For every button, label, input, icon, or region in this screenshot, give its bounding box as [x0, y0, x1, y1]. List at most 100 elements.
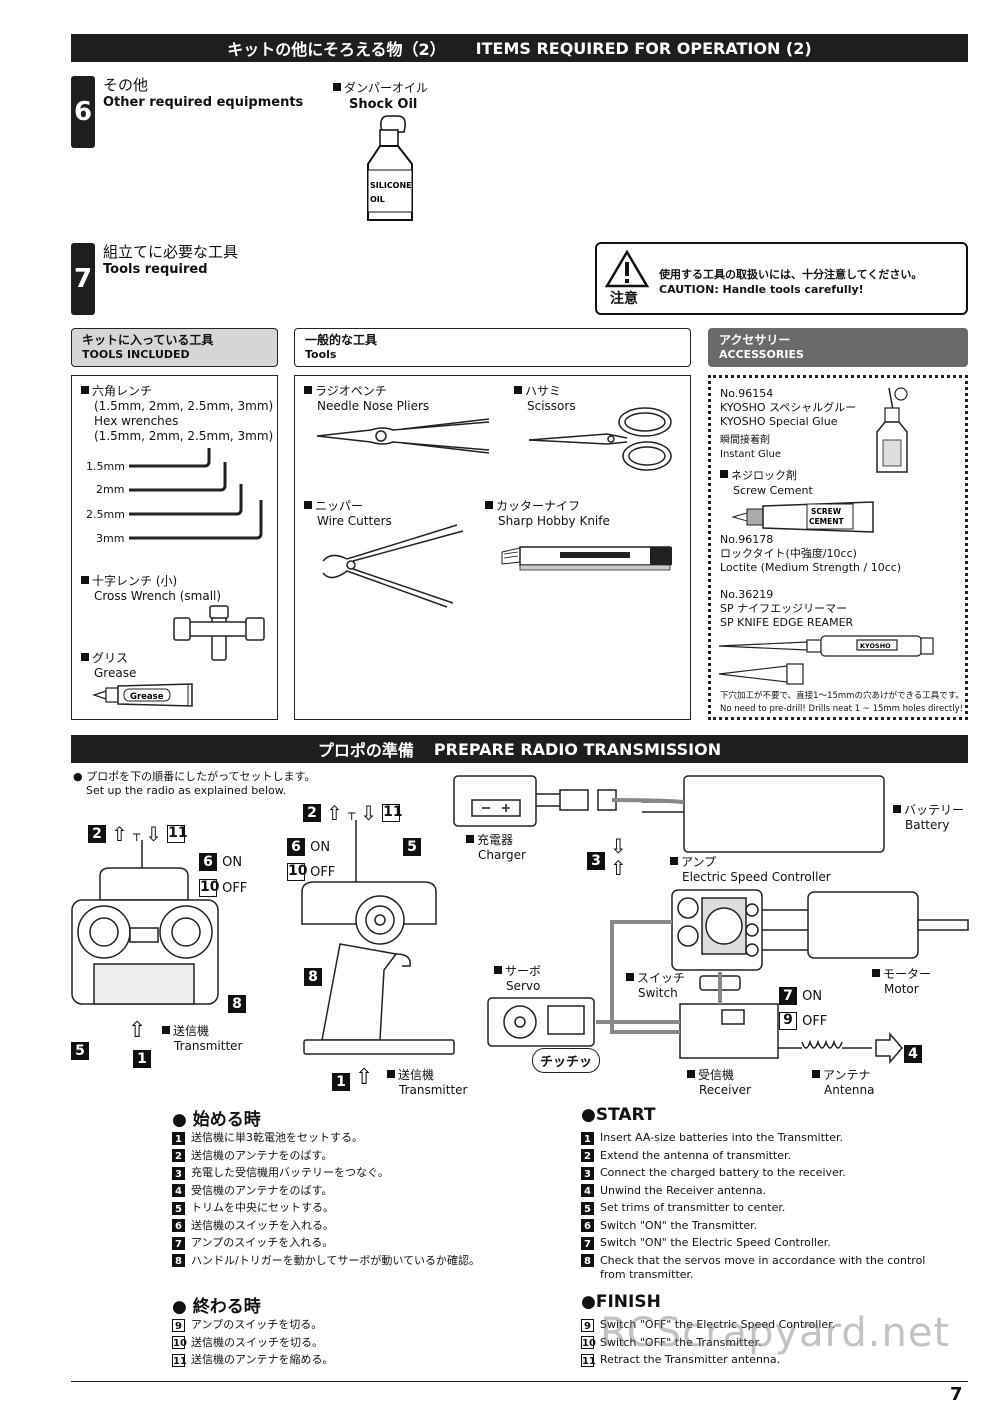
- header-title-jp: キットの他にそろえる物（2）: [227, 40, 446, 59]
- motor-jp: モーター: [883, 967, 932, 981]
- switch-label: スイッチ Switch: [626, 971, 685, 1001]
- cement-tube-text1: SCREW: [811, 507, 842, 516]
- section6-title: その他 Other required equipments: [103, 76, 303, 111]
- tools-included-header: キットに入っている工具 TOOLS INCLUDED: [71, 328, 278, 367]
- step3-label: 3: [587, 850, 605, 870]
- reamer-note-jp: 下穴加工が不要で、直接1～15mmの穴あけができる工具です。: [720, 691, 964, 701]
- battery-en: Battery: [905, 818, 950, 832]
- section7-title-en: Tools required: [103, 262, 208, 277]
- reamer-jp: SP ナイフエッジリーマー: [720, 602, 848, 615]
- charger-jp: 充電器: [477, 833, 514, 847]
- warning-icon: [605, 250, 649, 288]
- tools-header: 一般的な工具 Tools: [294, 328, 691, 367]
- tx2-off-label: OFF: [310, 865, 336, 880]
- tx1-label-en: Transmitter: [174, 1039, 243, 1053]
- wire-cutters-icon: [322, 524, 464, 608]
- glue-bottle-icon: [876, 387, 908, 473]
- tx2-on-label: ON: [310, 840, 331, 855]
- grease-jp: グリス: [92, 651, 129, 665]
- switch-en: Switch: [638, 986, 678, 1000]
- motor-label: モーター Motor: [872, 967, 931, 997]
- glue-en2: Instant Glue: [720, 449, 782, 460]
- cutters-jp: ニッパー: [315, 499, 364, 513]
- reamer-icon: KYOSHO: [718, 635, 934, 685]
- hex-en-sizes: (1.5mm, 2mm, 2.5mm, 3mm): [94, 429, 274, 443]
- pliers-icon: [316, 418, 490, 454]
- tx1-step-labels: 2 ⇧ ┬ ⇩ 11: [88, 822, 188, 846]
- antenna-jp: アンテナ: [823, 1068, 871, 1082]
- hex-jp-sizes: (1.5mm, 2mm, 2.5mm, 3mm): [94, 399, 274, 413]
- pliers-jp: ラジオペンチ: [315, 384, 387, 398]
- grease-tube-label: Grease: [130, 692, 164, 702]
- tx2-step5: 5: [403, 836, 421, 856]
- battery-label: バッテリー Battery: [893, 803, 964, 833]
- tx1-off: 10 OFF: [199, 878, 248, 897]
- receiver-label: 受信機 Receiver: [687, 1068, 751, 1098]
- start-jp-title-text: 始める時: [192, 1110, 261, 1130]
- reamer-number: No.36219: [720, 588, 774, 601]
- tools-jp: 一般的な工具: [305, 333, 378, 347]
- tx2-step8: 8: [304, 966, 322, 986]
- shock-oil-jp: ダンパーオイル: [344, 81, 429, 95]
- hex-wrench-icon: [129, 448, 263, 540]
- tx2-label-en: Transmitter: [399, 1083, 468, 1097]
- start-title-en: ●START: [581, 1105, 656, 1125]
- finish-en-title-text: FINISH: [595, 1292, 661, 1312]
- accessories-jp: アクセサリー: [719, 333, 791, 347]
- switch-jp: スイッチ: [637, 971, 686, 985]
- header-title-en: ITEMS REQUIRED FOR OPERATION (2): [475, 38, 812, 58]
- glue-en: KYOSHO Special Glue: [720, 415, 838, 428]
- hex-size-2: 2mm: [96, 483, 125, 496]
- tools-included-en: TOOLS INCLUDED: [82, 348, 190, 361]
- glue-number: No.96154: [720, 387, 774, 400]
- shock-oil-bottle-text2: OIL: [370, 195, 385, 204]
- caution-jp: 使用する工具の取扱いには、十分注意してください。: [659, 268, 923, 281]
- cross-wrench-icon: [173, 605, 265, 661]
- shock-oil-bottle-text1: SILICONE: [370, 181, 412, 190]
- esc-en: Electric Speed Controller: [682, 870, 831, 884]
- antenna-label: アンテナ Antenna: [812, 1068, 874, 1098]
- glue-jp: KYOSHO スペシャルグルー: [720, 401, 857, 414]
- loctite-number: No.96178: [720, 533, 774, 546]
- radio-intro-jp: プロポを下の順番にしたがってセットします。: [86, 770, 316, 783]
- pliers-en: Needle Nose Pliers: [317, 399, 430, 413]
- accessories-panel: No.96154 KYOSHO スペシャルグルー KYOSHO Special …: [708, 375, 968, 720]
- transmitter-2-icon: [301, 820, 455, 1055]
- page-number: 7: [950, 1384, 963, 1405]
- watermark: RCScrapyard.net: [600, 1310, 951, 1356]
- tx1-off-label: OFF: [222, 881, 248, 896]
- hex-size-1: 1.5mm: [86, 460, 125, 473]
- knife-en: Sharp Hobby Knife: [498, 514, 610, 528]
- tools-en: Tools: [305, 348, 337, 361]
- glue-jp2: 瞬間接着剤: [720, 435, 770, 446]
- header-bar: キットの他にそろえる物（2） ITEMS REQUIRED FOR OPERAT…: [71, 34, 968, 62]
- tx2-up-arrow: ⇧: [355, 1065, 374, 1090]
- grease-en: Grease: [94, 666, 137, 680]
- cement-tube-text2: CEMENT: [809, 517, 844, 526]
- receiver-en: Receiver: [699, 1083, 751, 1097]
- radio-title-jp: プロポの準備: [317, 741, 414, 760]
- battery-jp: バッテリー: [904, 803, 965, 817]
- scissors-jp: ハサミ: [525, 384, 562, 398]
- tx1-on-label: ON: [222, 855, 243, 870]
- servo-en: Servo: [506, 979, 541, 993]
- accessories-header: アクセサリー ACCESSORIES: [708, 328, 968, 367]
- tx2-off: 10 OFF: [287, 862, 336, 881]
- cross-wrench-en: Cross Wrench (small): [94, 589, 222, 603]
- step3-arrows: ⇩⇧: [610, 834, 627, 880]
